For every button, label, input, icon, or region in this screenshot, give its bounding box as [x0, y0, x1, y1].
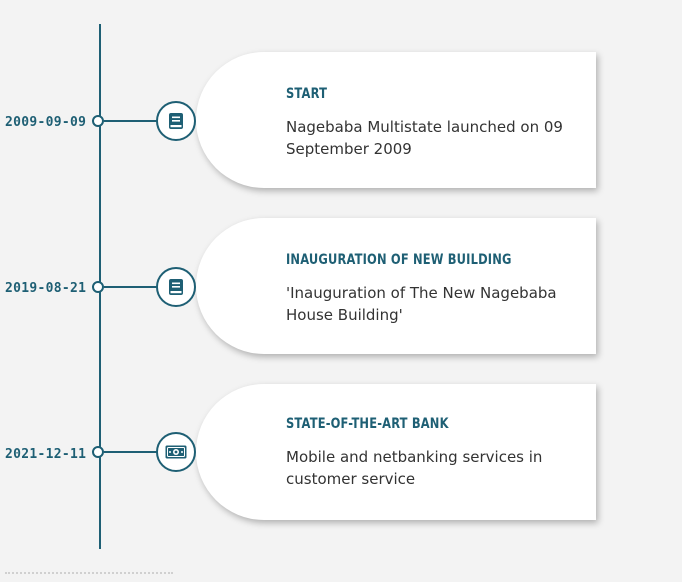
entry-date: 2019-08-21: [5, 281, 87, 296]
dotted-divider: [5, 572, 173, 574]
entry-text: Nagebaba Multistate launched on 09 Septe…: [286, 118, 563, 158]
timeline-entry-bank: 2021-12-11 STATE-OF-THE-ART BANK Mobile …: [0, 384, 682, 524]
entry-date: 2021-12-11: [5, 447, 87, 462]
entry-title: STATE-OF-THE-ART BANK: [286, 416, 449, 432]
entry-date: 2009-09-09: [5, 115, 87, 130]
entry-icon-circle: [156, 267, 196, 307]
entry-card: START Nagebaba Multistate launched on 09…: [196, 52, 596, 188]
entry-text: 'Inauguration of The New Nagebaba House …: [286, 284, 557, 324]
timeline-dot: [92, 446, 104, 458]
entry-card: INAUGURATION OF NEW BUILDING 'Inaugurati…: [196, 218, 596, 354]
entry-card: STATE-OF-THE-ART BANK Mobile and netbank…: [196, 384, 596, 520]
entry-icon-circle: [156, 101, 196, 141]
timeline-entry-inauguration: 2019-08-21 INAUGURATION OF NEW BUILDING …: [0, 218, 682, 358]
book-icon: [169, 113, 183, 129]
entry-title: START: [286, 86, 328, 102]
entry-title: INAUGURATION OF NEW BUILDING: [286, 252, 512, 268]
entry-text: Mobile and netbanking services in custom…: [286, 448, 543, 488]
timeline-connector: [104, 120, 158, 122]
entry-icon-circle: [156, 432, 196, 472]
timeline-connector: [104, 451, 158, 453]
banknote-icon: [165, 445, 187, 459]
timeline-dot: [92, 281, 104, 293]
timeline-connector: [104, 286, 158, 288]
timeline-dot: [92, 115, 104, 127]
book-icon: [169, 279, 183, 295]
timeline-entry-start: 2009-09-09 START Nagebaba Multistate lau…: [0, 52, 682, 192]
